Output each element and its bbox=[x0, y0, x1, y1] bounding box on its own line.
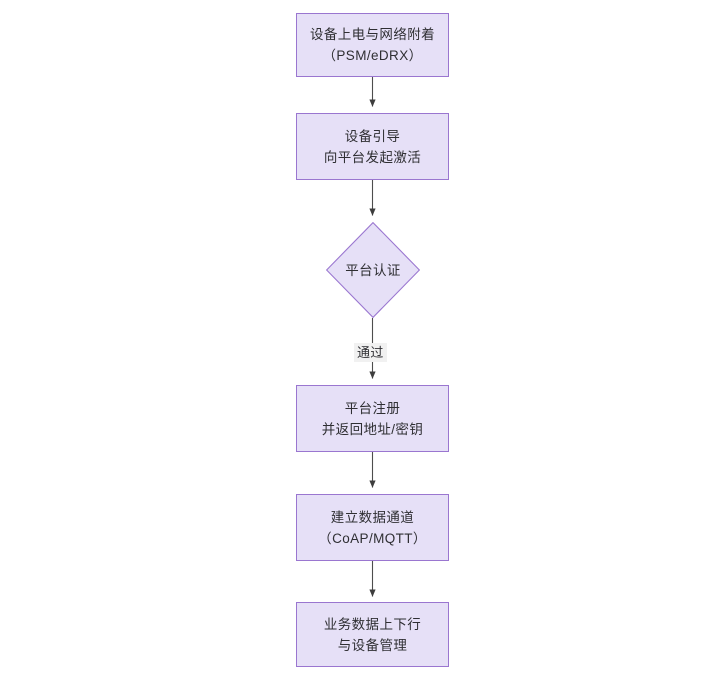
node-platform-register[interactable]: 平台注册 并返回地址/密钥 bbox=[296, 385, 449, 452]
node-bootstrap[interactable]: 设备引导 向平台发起激活 bbox=[296, 113, 449, 180]
node-data-channel-line2: （CoAP/MQTT） bbox=[318, 530, 427, 546]
node-business-data-line2: 与设备管理 bbox=[337, 637, 408, 653]
node-bootstrap-line2: 向平台发起激活 bbox=[323, 149, 422, 165]
node-platform-register-line2: 并返回地址/密钥 bbox=[321, 421, 424, 437]
edge-label-pass: 通过 bbox=[354, 343, 387, 362]
node-data-channel[interactable]: 建立数据通道 （CoAP/MQTT） bbox=[296, 494, 449, 561]
node-power-on-line2: （PSM/eDRX） bbox=[322, 48, 423, 63]
node-business-data[interactable]: 业务数据上下行 与设备管理 bbox=[296, 602, 449, 667]
node-power-on-line1: 设备上电与网络附着 bbox=[309, 27, 436, 42]
node-platform-auth[interactable]: 平台认证 bbox=[326, 222, 420, 318]
node-bootstrap-line1: 设备引导 bbox=[344, 128, 401, 144]
node-platform-auth-label: 平台认证 bbox=[345, 262, 401, 278]
node-data-channel-line1: 建立数据通道 bbox=[330, 509, 415, 525]
node-platform-register-line1: 平台注册 bbox=[344, 400, 401, 416]
node-business-data-line1: 业务数据上下行 bbox=[323, 616, 422, 632]
decision-diamond-shape bbox=[326, 222, 420, 318]
node-power-on[interactable]: 设备上电与网络附着 （PSM/eDRX） bbox=[296, 13, 449, 77]
